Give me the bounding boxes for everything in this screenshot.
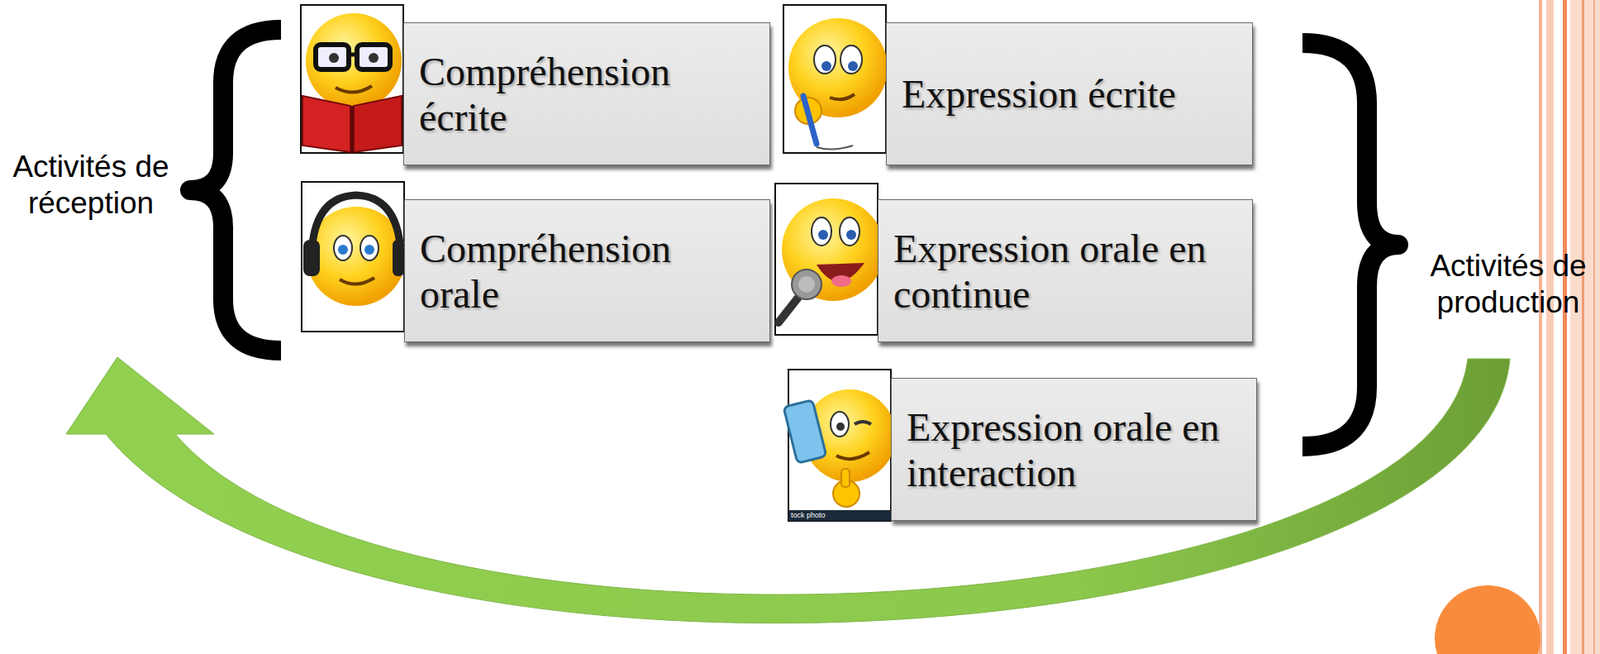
side-stripes (1538, 0, 1600, 654)
left-brace (190, 29, 281, 351)
activity-name: Compréhension écrite (419, 48, 758, 140)
writing-icon (783, 4, 888, 153)
right-brace (1302, 42, 1399, 447)
activity-name: Compréhension orale (419, 225, 758, 317)
listening-icon (301, 181, 406, 332)
speaking-icon (775, 183, 885, 335)
group-label: Activités de réception (8, 148, 174, 222)
orange-dot (1434, 585, 1541, 654)
activity-name: Expression orale en continue (893, 225, 1241, 317)
reading-icon (300, 4, 404, 153)
cycle-arrow (66, 357, 1510, 624)
group-label: Activités de production (1425, 247, 1591, 321)
activity-box: Expression orale en interaction (890, 377, 1258, 521)
activity-box: Compréhension orale (404, 199, 771, 343)
activity-box: Compréhension écrite (403, 22, 771, 166)
activity-box: Expression écrite (885, 22, 1253, 166)
watermark: tock photo (790, 510, 849, 520)
activity-name: Expression écrite (901, 71, 1241, 117)
phone-icon (783, 369, 896, 521)
activity-box: Expression orale en continue (877, 199, 1253, 343)
activity-name: Expression orale en interaction (906, 404, 1245, 496)
